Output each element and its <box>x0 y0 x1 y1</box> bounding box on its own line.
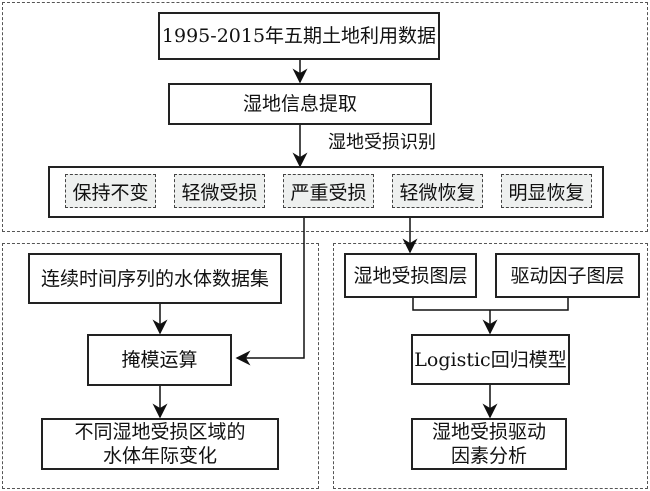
wetland-extraction-box: 湿地信息提取 <box>168 83 432 125</box>
region-water-analysis <box>2 243 319 489</box>
damage-layer-box: 湿地受损图层 <box>344 253 477 298</box>
logistic-model-text: Logistic回归模型 <box>414 348 567 371</box>
category-obvious-recovery: 明显恢复 <box>501 174 592 208</box>
mask-operation-text: 掩模运算 <box>121 349 198 371</box>
region-identification <box>2 2 648 232</box>
wetland-extraction-text: 湿地信息提取 <box>242 93 357 115</box>
water-change-line2: 水体年际变化 <box>102 445 217 467</box>
driver-layer-box: 驱动因子图层 <box>495 253 640 298</box>
water-dataset-text: 连续时间序列的水体数据集 <box>40 267 269 290</box>
identification-label: 湿地受损识别 <box>328 132 436 153</box>
land-use-data-box: 1995-2015年五期土地利用数据 <box>158 12 440 60</box>
water-dataset-box: 连续时间序列的水体数据集 <box>28 253 282 304</box>
region-driver-analysis <box>333 243 648 489</box>
driver-layer-text: 驱动因子图层 <box>510 264 625 287</box>
driver-analysis-line2: 因素分析 <box>450 445 527 467</box>
logistic-model-box: Logistic回归模型 <box>411 334 570 385</box>
driver-analysis-line1: 湿地受损驱动 <box>431 421 546 443</box>
category-unchanged: 保持不变 <box>65 174 156 208</box>
category-slight-damage: 轻微受损 <box>174 174 265 208</box>
land-use-data-text: 1995-2015年五期土地利用数据 <box>161 25 437 47</box>
water-change-box: 不同湿地受损区域的 水体年际变化 <box>41 418 279 470</box>
mask-operation-box: 掩模运算 <box>87 334 232 386</box>
category-severe-damage: 严重受损 <box>283 174 374 208</box>
category-slight-recovery: 轻微恢复 <box>392 174 483 208</box>
damage-layer-text: 湿地受损图层 <box>353 264 468 287</box>
driver-analysis-box: 湿地受损驱动 因素分析 <box>411 418 567 470</box>
water-change-line1: 不同湿地受损区域的 <box>74 421 246 443</box>
